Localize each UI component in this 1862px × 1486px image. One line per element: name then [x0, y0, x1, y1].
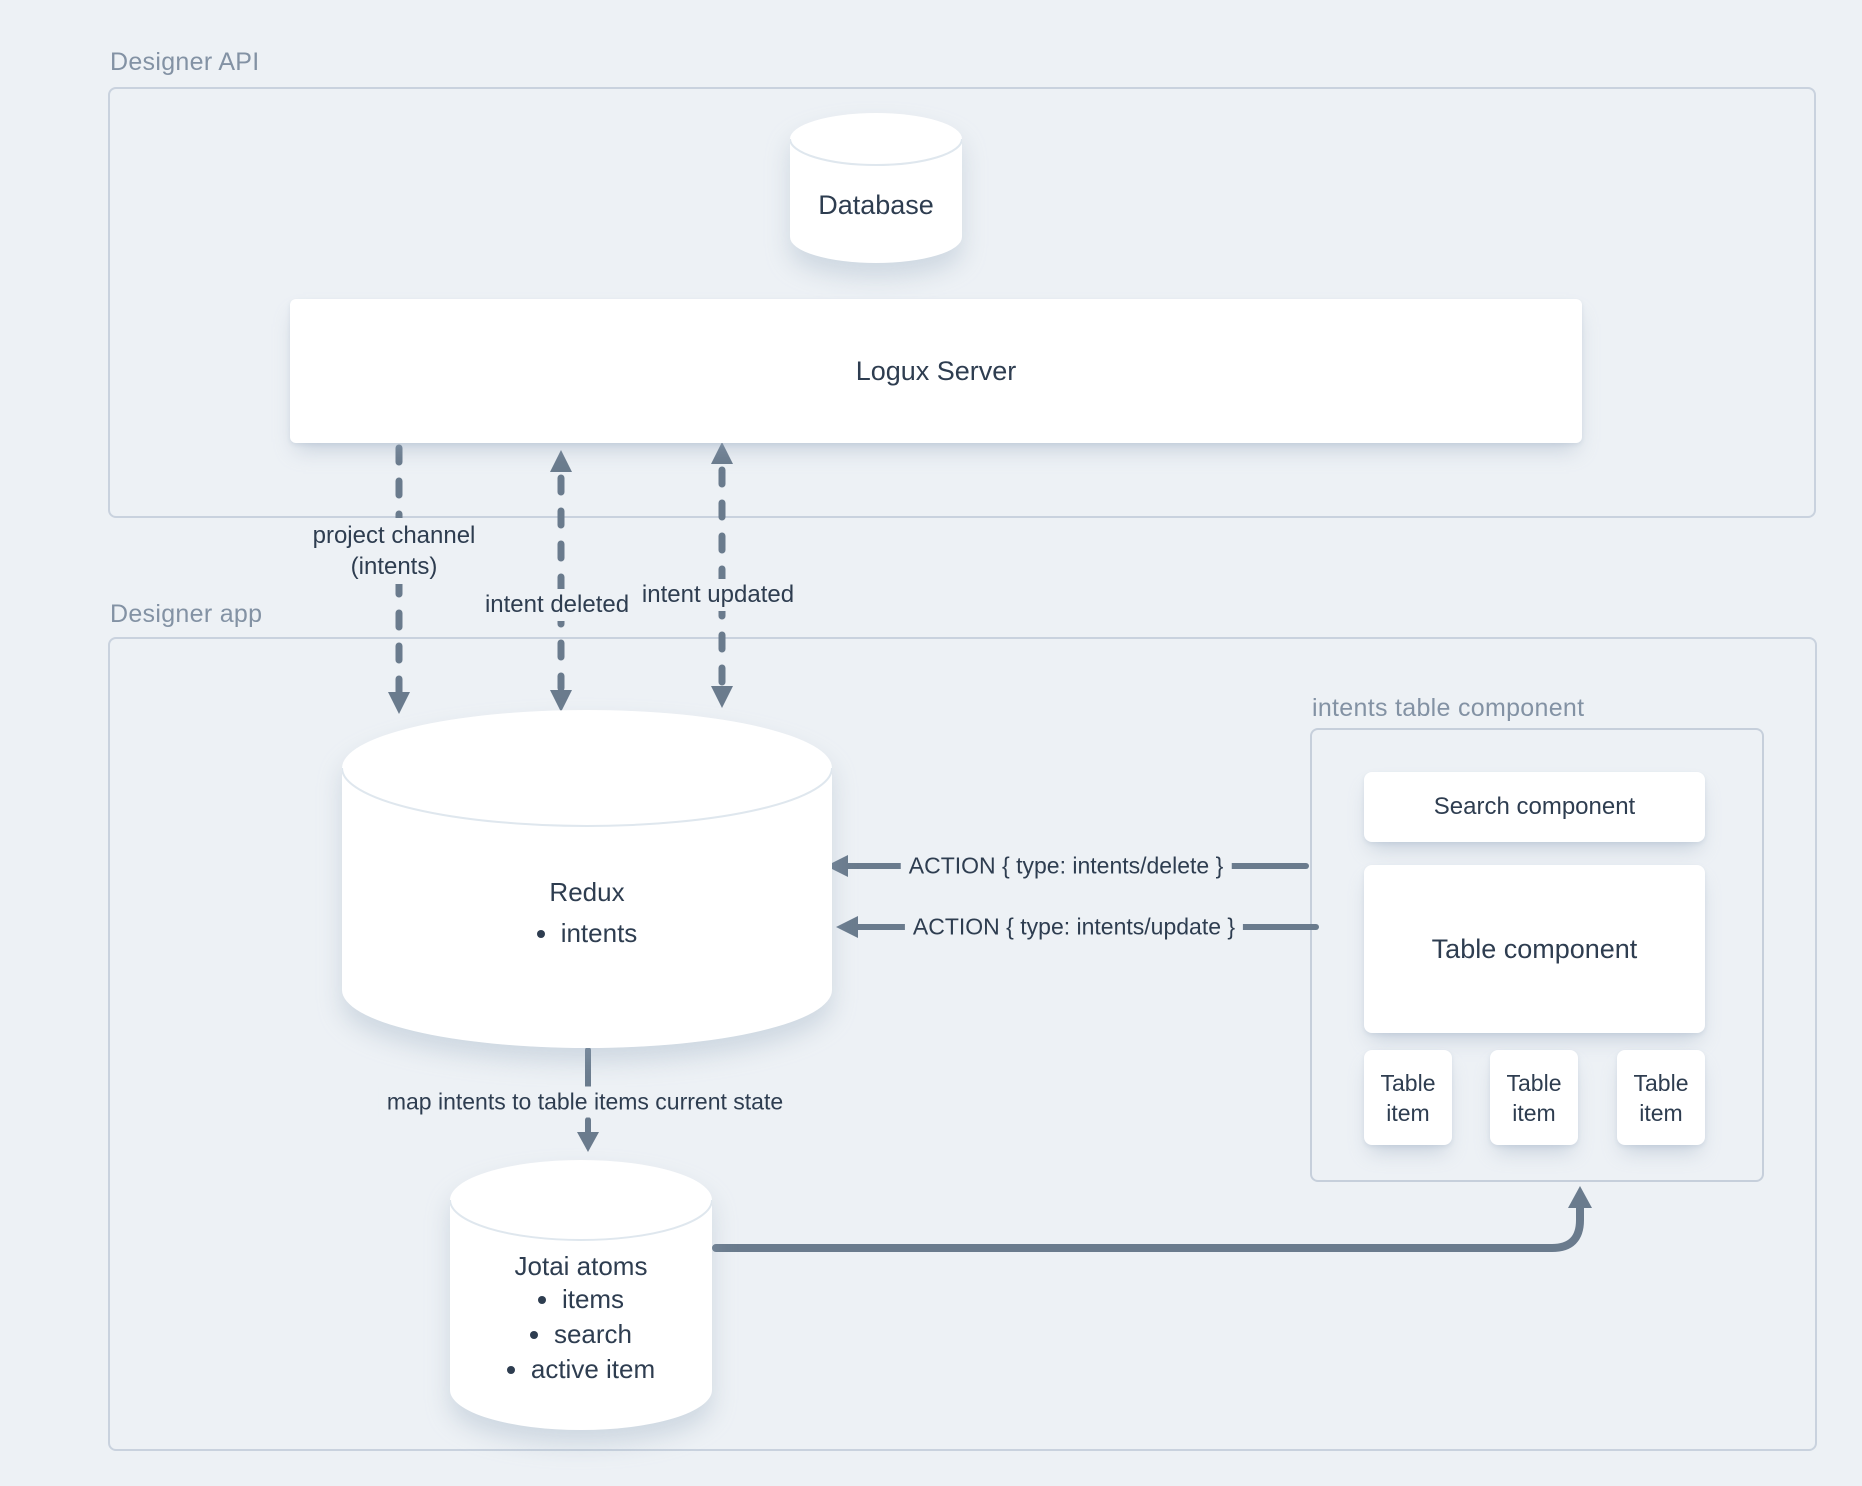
redux-cylinder: Redux intents [342, 710, 832, 1048]
table-item-node: Table item [1490, 1050, 1578, 1145]
bullet-icon [506, 1365, 515, 1374]
redux-title: Redux [549, 877, 625, 907]
action-update-edge-label: ACTION { type: intents/update } [904, 911, 1244, 943]
search-component-label: Search component [1433, 793, 1636, 820]
table-item-node: Table item [1364, 1050, 1452, 1145]
designer-app-region-label: Designer app [110, 600, 263, 628]
jotai-title: Jotai atoms [514, 1251, 648, 1281]
redux-cylinder-shape [342, 710, 832, 1048]
intents-table-region-frame [1310, 728, 1764, 1182]
jotai-item-label: items [561, 1284, 625, 1314]
database-label: Database [818, 189, 934, 220]
jotai-item-search: search [529, 1317, 633, 1352]
table-item-node: Table item [1617, 1050, 1705, 1145]
logux-server-node: Logux Server [290, 299, 1582, 443]
map-intents-edge-label: map intents to table items current state [378, 1086, 792, 1118]
intent-deleted-edge-label: intent deleted [476, 589, 638, 621]
designer-api-region-label: Designer API [110, 48, 260, 76]
designer-api-region-frame [108, 87, 1816, 518]
intents-table-region-label: intents table component [1312, 694, 1585, 722]
redux-item-label: intents [560, 918, 638, 948]
jotai-item-active-item: active item [506, 1352, 656, 1387]
database-cylinder: Database [790, 113, 962, 263]
jotai-item-label: search [553, 1319, 633, 1349]
designer-app-region-frame [108, 637, 1817, 1451]
redux-item-intents: intents [536, 916, 638, 951]
jotai-item-label: active item [530, 1354, 656, 1384]
database-cylinder-shape [790, 113, 962, 263]
jotai-cylinder-shape [450, 1160, 712, 1430]
jotai-atoms-cylinder: Jotai atoms items search active item [450, 1160, 712, 1430]
table-item-label: Table item [1633, 1069, 1689, 1126]
bullet-icon [537, 1295, 546, 1304]
project-channel-edge-label: project channel (intents) [304, 518, 484, 584]
bullet-icon [536, 929, 545, 938]
search-component-node: Search component [1364, 772, 1705, 842]
bullet-icon [529, 1330, 538, 1339]
project-channel-line1: project channel [312, 522, 476, 549]
project-channel-line2: (intents) [350, 553, 438, 580]
jotai-item-items: items [537, 1282, 625, 1317]
table-item-label: Table item [1506, 1069, 1562, 1126]
action-delete-edge-label: ACTION { type: intents/delete } [900, 850, 1232, 882]
table-component-label: Table component [1431, 933, 1638, 964]
table-item-label: Table item [1380, 1069, 1436, 1126]
intent-updated-edge-label: intent updated [633, 579, 803, 611]
logux-server-label: Logux Server [855, 355, 1017, 386]
table-component-node: Table component [1364, 865, 1705, 1033]
